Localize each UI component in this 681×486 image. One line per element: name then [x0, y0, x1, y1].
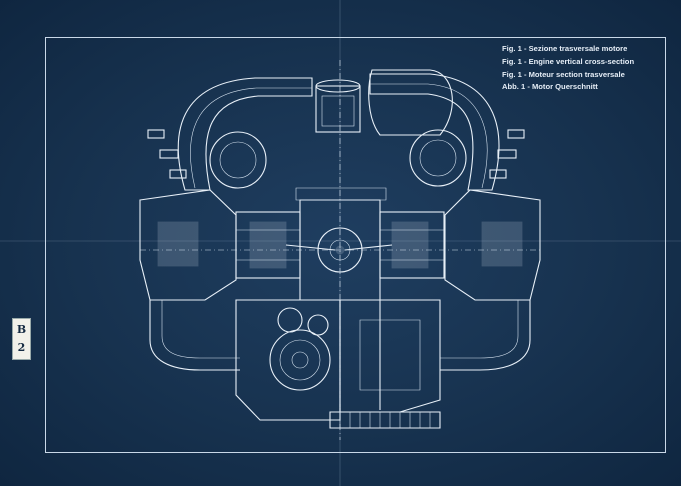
left-connecting-rod: [285, 244, 336, 251]
caption-line-english: Fig. 1 - Engine vertical cross-section: [502, 56, 635, 66]
right-exhaust-manifold: [440, 300, 531, 371]
throttle-body: [315, 85, 361, 133]
right-intake-manifold: [369, 73, 500, 191]
small-gear-top: [277, 307, 303, 333]
large-gear: [269, 329, 331, 391]
caption-line-german: Abb. 1 - Motor Querschnitt: [502, 82, 598, 92]
left-injectors: [147, 129, 187, 179]
right-air-box: [368, 69, 453, 136]
caption-line-italian: Fig. 1 - Sezione trasversale motore: [502, 44, 628, 53]
left-intake-manifold: [177, 77, 313, 191]
left-intake-port: [209, 131, 267, 189]
right-cylinder-head: [444, 189, 541, 301]
caption-line-french: Fig. 1 - Moteur section trasversale: [502, 69, 625, 79]
fold-line-horizontal: [0, 240, 681, 242]
right-piston: [391, 221, 429, 269]
oil-sump: [329, 411, 441, 429]
left-cylinder-head: [139, 189, 237, 301]
lower-right-block: [339, 299, 441, 413]
right-connecting-rod: [344, 244, 393, 251]
sheet-tag-number: 2: [17, 341, 26, 354]
sheet-tag: B 2: [12, 318, 31, 360]
figure-caption: Fig. 1 - Sezione trasversale motore Fig.…: [502, 43, 634, 94]
right-intake-port: [409, 129, 467, 187]
right-injectors: [489, 129, 525, 179]
sheet-tag-letter: B: [16, 323, 27, 336]
left-exhaust-manifold: [149, 300, 240, 371]
gearbox-housing: [235, 299, 341, 421]
small-gear-right: [307, 314, 329, 336]
left-piston: [249, 221, 287, 269]
drawing-frame: [45, 37, 666, 453]
